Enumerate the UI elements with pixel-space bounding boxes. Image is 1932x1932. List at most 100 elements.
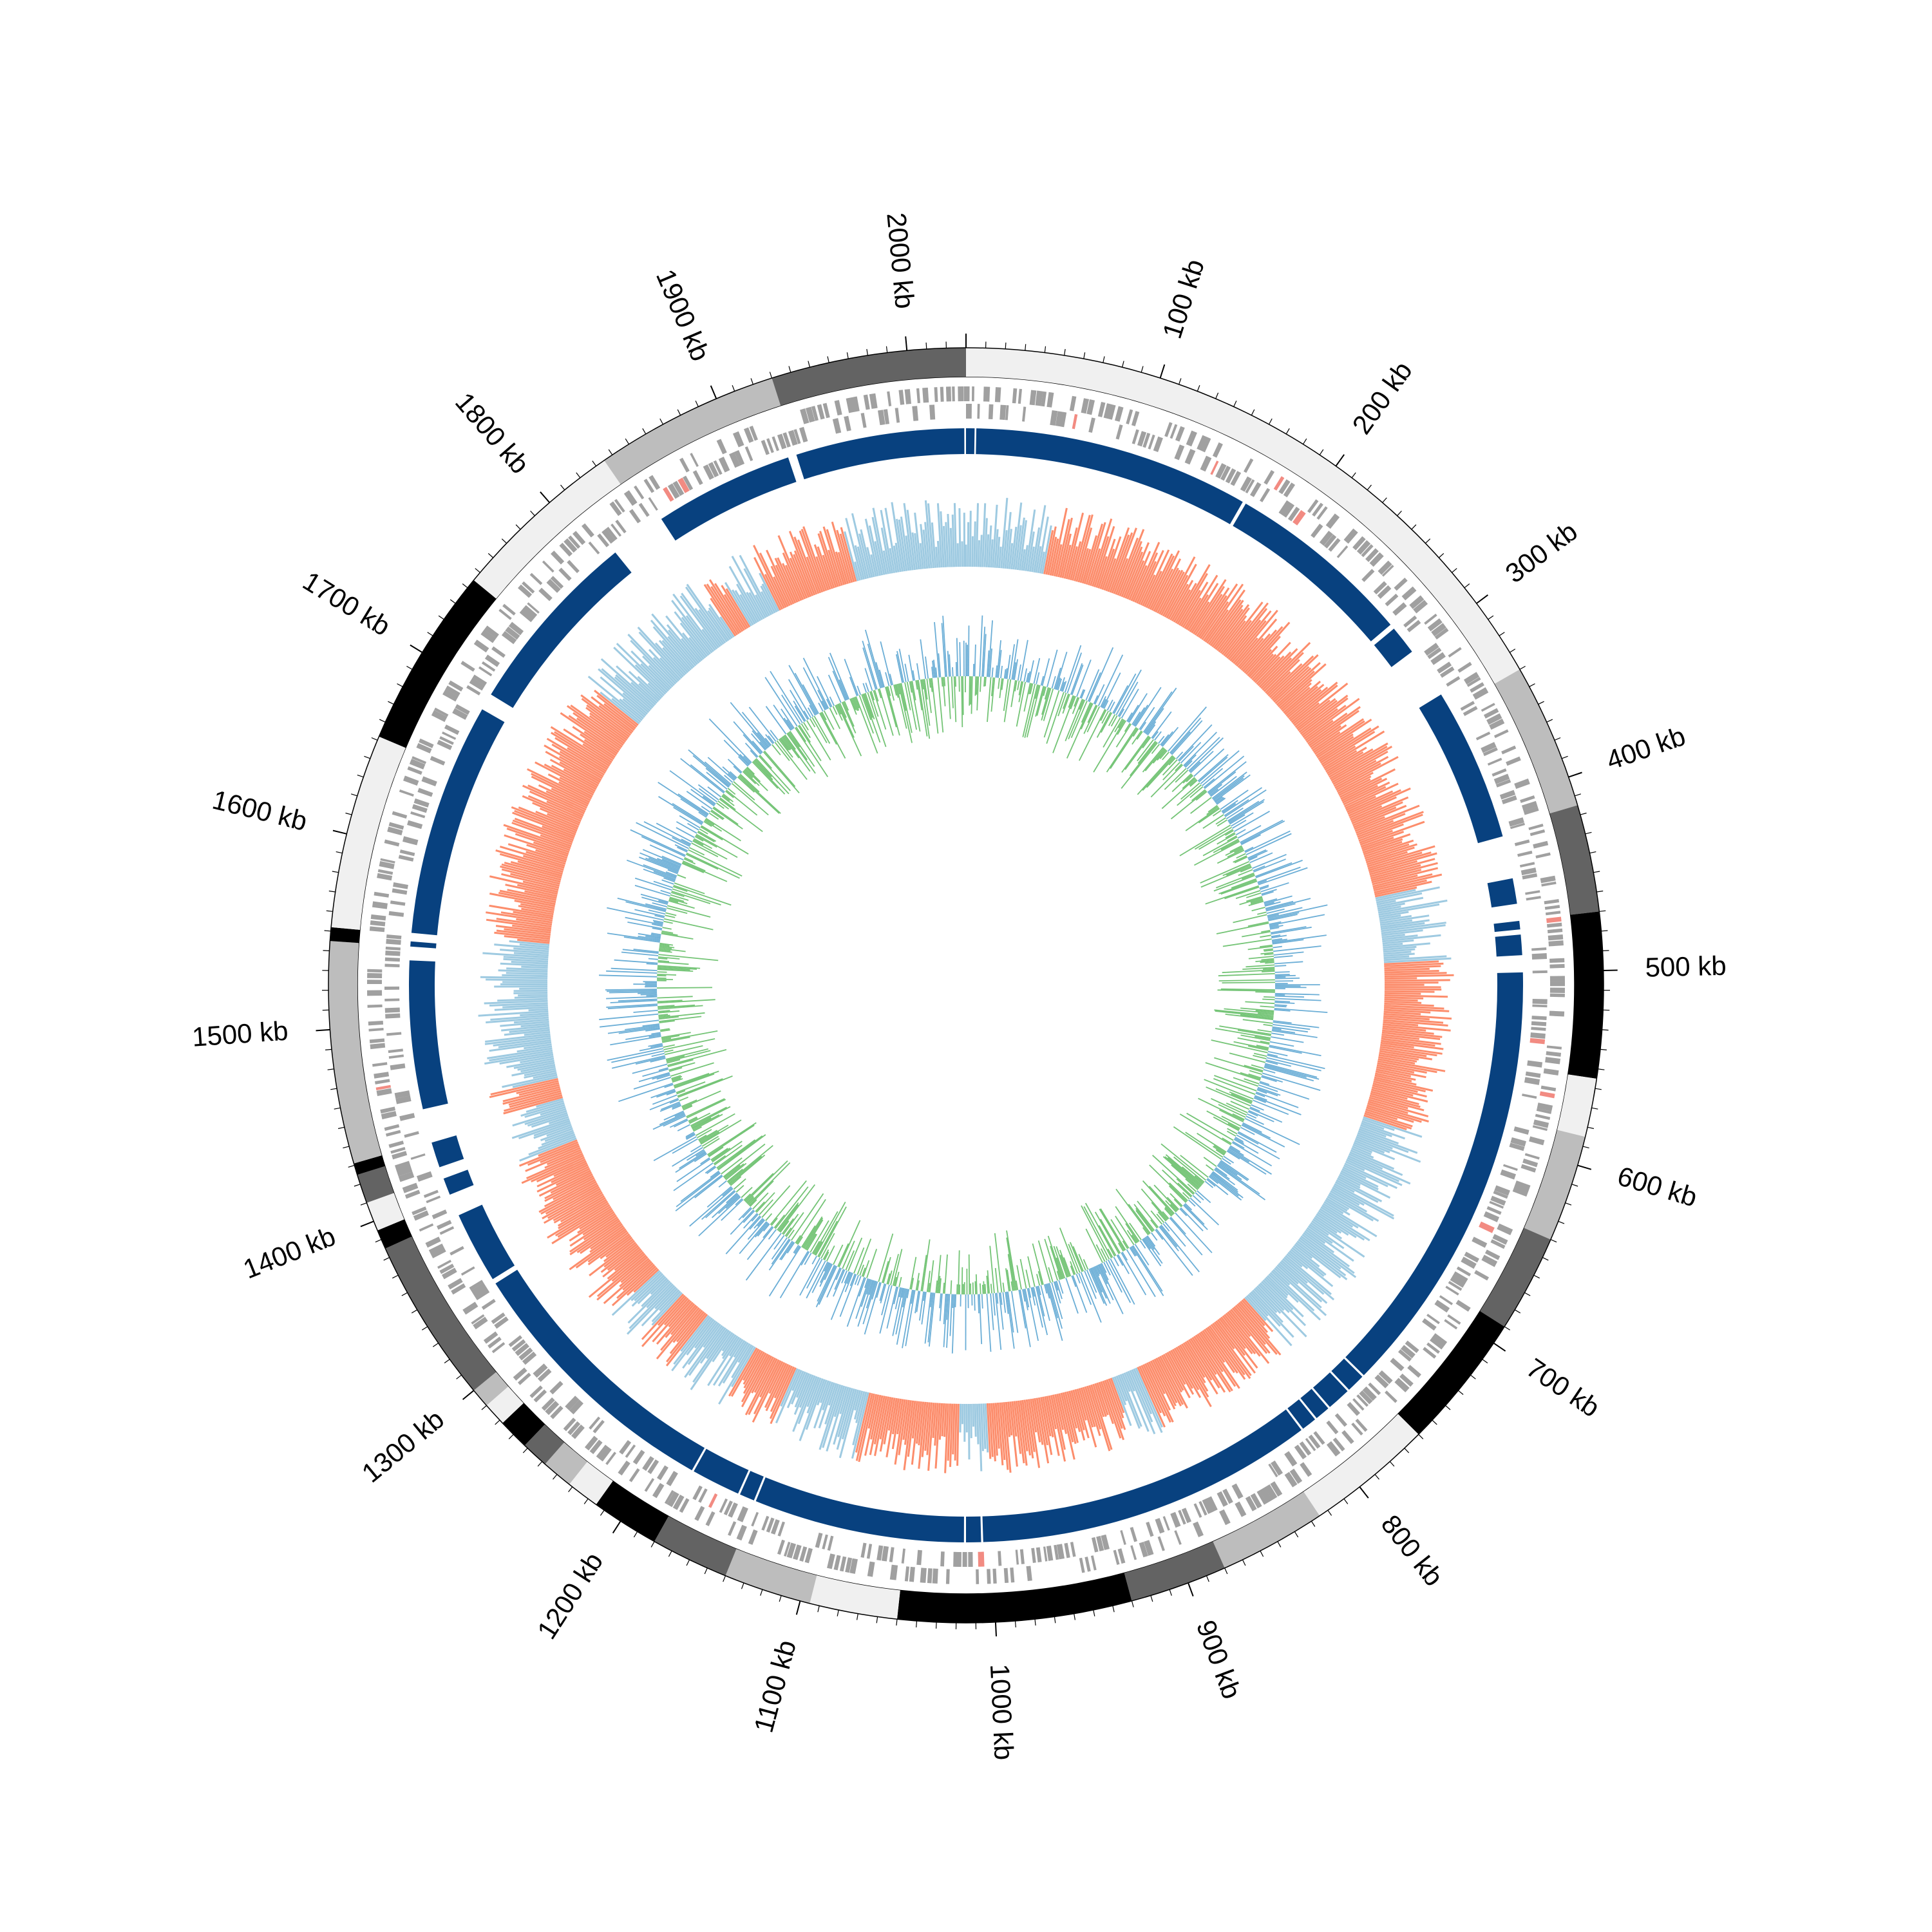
gc-skew-bar — [1353, 1141, 1396, 1160]
gc-skew-bar — [900, 516, 910, 571]
gc-content-bar — [1121, 1251, 1128, 1261]
gc-content-bar — [1053, 1245, 1066, 1279]
gene-feature — [1461, 1256, 1477, 1269]
contig-segment-4 — [1557, 1074, 1597, 1137]
gc-skew-bar — [1180, 1343, 1206, 1383]
gc-content-bar — [1274, 965, 1287, 967]
gc-skew-bar — [509, 940, 550, 946]
gc-content-bar — [951, 1294, 956, 1354]
gc-skew-bar — [659, 657, 681, 681]
gc-content-bar — [1255, 1010, 1274, 1013]
gc-content-bar — [1263, 1068, 1276, 1074]
gene-feature — [827, 1535, 834, 1551]
gc-skew-bar — [1306, 712, 1348, 743]
gc-content-bar — [1023, 1289, 1028, 1311]
gc-content-bar — [690, 1106, 731, 1128]
gc-content-bar — [879, 1285, 893, 1334]
gene-feature — [1293, 509, 1306, 526]
gc-skew-bar — [1372, 867, 1439, 886]
minor-tick — [1595, 1088, 1602, 1090]
gc-content-bar — [1083, 705, 1098, 734]
gc-skew-bar — [518, 994, 548, 997]
gene-feature — [1289, 1468, 1303, 1484]
gc-skew-bar — [751, 1355, 773, 1394]
gene-feature — [1407, 1365, 1421, 1378]
minor-tick — [475, 568, 480, 573]
gene-feature — [761, 440, 770, 455]
gene-feature — [1056, 1544, 1065, 1560]
gc-content-bar — [1229, 1146, 1244, 1156]
gc-content-bar — [673, 884, 732, 906]
gc-content-bar — [1215, 817, 1226, 825]
gc-content-bar — [1003, 669, 1007, 679]
tick-label-2000kb: 2000 kb — [881, 211, 920, 310]
gc-skew-bar — [1293, 683, 1349, 726]
gc-content-bar — [788, 1229, 795, 1239]
gc-skew-bar — [1050, 1395, 1066, 1462]
gc-content-bar — [1019, 639, 1028, 681]
gc-content-bar — [757, 1222, 770, 1237]
gc-skew-bar — [712, 1338, 744, 1386]
gc-content-bar — [826, 1245, 835, 1262]
gc-content-bar — [896, 1289, 909, 1345]
gc-skew-bar — [1315, 718, 1372, 757]
gene-feature — [473, 1316, 488, 1330]
gc-content-bar — [717, 1134, 766, 1171]
gc-content-bar — [1024, 684, 1038, 738]
gc-skew-bar — [502, 1088, 561, 1105]
gc-content-bar — [722, 766, 737, 779]
contig-segment-9 — [1213, 1492, 1320, 1568]
minor-tick — [348, 1165, 355, 1168]
gc-skew-bar — [1382, 939, 1414, 945]
gc-content-bar — [1218, 973, 1275, 977]
gene-feature — [1061, 412, 1067, 428]
gc-content-bar — [1212, 1171, 1238, 1191]
gene-feature — [1343, 528, 1358, 544]
gene-feature — [1305, 1437, 1316, 1452]
gc-skew-bar — [918, 1401, 927, 1469]
gc-skew-bar — [489, 1049, 553, 1062]
gc-skew-bar — [731, 1346, 756, 1388]
gc-content-bar — [1047, 1283, 1059, 1318]
gc-content-bar — [744, 769, 753, 779]
gene-feature — [1549, 963, 1565, 969]
gene-feature — [1356, 540, 1371, 555]
gc-skew-bar — [786, 1370, 804, 1408]
gc-skew-bar — [486, 911, 553, 923]
minor-tick — [677, 409, 681, 416]
gc-content-bar — [771, 1238, 790, 1265]
gc-skew-bar — [896, 518, 906, 572]
gc-skew-bar — [973, 521, 976, 567]
gc-skew-bar — [1334, 1183, 1394, 1217]
gene-feature — [386, 1032, 402, 1036]
gc-skew-bar — [1383, 1017, 1444, 1024]
gc-content-bar — [668, 899, 679, 903]
gene-feature — [1549, 976, 1565, 982]
gc-content-bar — [1057, 678, 1063, 690]
gene-feature — [1514, 1180, 1531, 1191]
gc-skew-bar — [1379, 914, 1412, 922]
gc-skew-bar — [559, 750, 604, 778]
gc-content-bar — [697, 830, 717, 842]
gc-content-bar — [961, 1267, 963, 1295]
gene-feature — [1264, 1484, 1278, 1501]
gc-skew-bar — [1032, 1398, 1041, 1443]
gc-skew-bar — [789, 557, 808, 599]
gene-feature — [491, 1312, 506, 1325]
gc-skew-bar — [527, 1143, 580, 1166]
gc-skew-bar — [517, 1061, 555, 1071]
gc-content-bar — [726, 1192, 738, 1204]
gc-skew-bar — [1140, 574, 1156, 606]
gc-skew-bar — [1279, 679, 1312, 709]
gc-skew-bar — [546, 800, 583, 819]
gene-feature — [551, 550, 565, 565]
minor-tick — [1150, 1595, 1153, 1602]
gc-skew-bar — [718, 1345, 754, 1405]
gc-skew-bar — [1036, 1397, 1050, 1464]
gc-content-bar — [833, 1244, 844, 1265]
gc-skew-bar — [887, 1397, 896, 1431]
gc-skew-bar — [1299, 1237, 1341, 1270]
gc-content-bar — [1175, 751, 1184, 759]
gene-feature — [505, 626, 520, 640]
gc-skew-bar — [1366, 851, 1408, 866]
